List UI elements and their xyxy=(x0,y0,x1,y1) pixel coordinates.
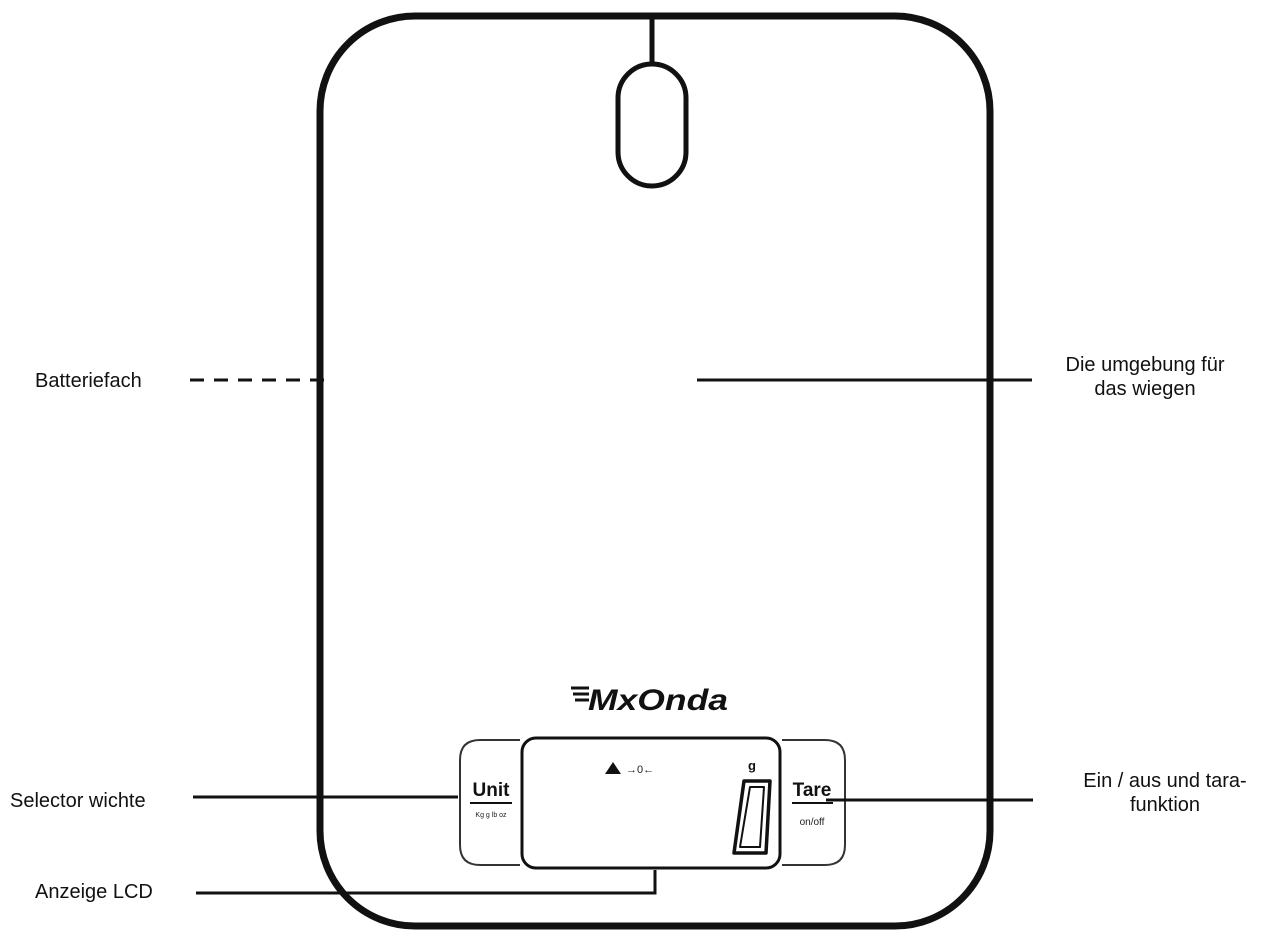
brand-mark-left-icon xyxy=(571,686,589,702)
callout-lcd: Anzeige LCD xyxy=(35,881,153,903)
callout-weighing-area-line-1: Die umgebung für xyxy=(1065,354,1225,376)
callout-power-tare-line-2: funktion xyxy=(1129,794,1201,816)
unit-button[interactable]: Unit Kg g lb oz xyxy=(459,739,520,866)
lcd-frame xyxy=(520,736,782,870)
lcd-reading: 0 xyxy=(0,0,1,1)
callout-battery: Batteriefach xyxy=(35,370,142,392)
tare-button-outline xyxy=(782,739,846,866)
tare-button-sublabel: on/off xyxy=(800,817,825,828)
callout-unit-selector: Selector wichte xyxy=(10,790,146,812)
brand-text: MxOnda xyxy=(588,684,728,717)
lcd-unit: g xyxy=(748,758,756,773)
lcd-leader-line xyxy=(196,870,657,895)
lcd-reading-digit xyxy=(732,779,772,855)
stable-indicator-icon xyxy=(605,762,621,774)
unit-button-label: Unit xyxy=(473,780,511,801)
tare-button[interactable]: Tare on/off xyxy=(782,739,846,866)
callout-power-tare: Ein / aus und tara- funktion xyxy=(1040,769,1287,817)
brand-logo: MxOnda xyxy=(571,684,728,717)
unit-button-sublabel: Kg g lb oz xyxy=(475,812,507,819)
zero-indicator: →0← xyxy=(626,764,654,776)
tare-button-label: Tare xyxy=(793,780,832,801)
callout-weighing-area-line-2: das wiegen xyxy=(1094,378,1196,400)
unit-button-outline xyxy=(459,739,520,866)
scale-body-outline xyxy=(316,12,994,930)
lcd-display: →0← g 0 xyxy=(0,0,782,870)
callout-weighing-area: Die umgebung für das wiegen xyxy=(1030,353,1260,401)
callout-power-tare-line-1: Ein / aus und tara- xyxy=(1083,770,1247,792)
hanging-hole xyxy=(615,61,689,189)
